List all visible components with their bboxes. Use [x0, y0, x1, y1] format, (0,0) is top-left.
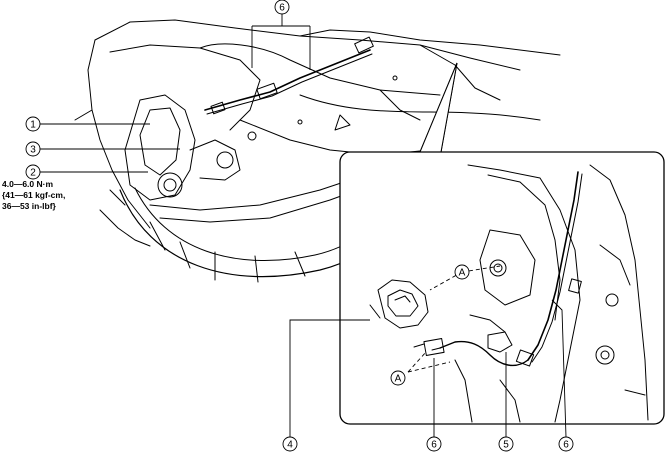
callout-leaders [40, 14, 567, 438]
callout-5: 5 [498, 436, 514, 452]
callout-6-bottom-right: 6 [558, 436, 574, 452]
svg-text:6: 6 [563, 440, 569, 451]
detail-zoom-lines [419, 62, 458, 153]
torque-line-3: 36—53 in-lbf} [2, 201, 56, 211]
callout-4: 4 [282, 436, 298, 452]
detail-view-frame [339, 151, 665, 425]
svg-text:6: 6 [279, 3, 285, 14]
suspension-assembly-drawing [74, 19, 561, 283]
callout-1: 1 [25, 116, 41, 132]
svg-text:2: 2 [30, 168, 36, 179]
detail-view-drawing [369, 164, 649, 423]
callout-3: 3 [25, 141, 41, 157]
torque-line-2: {41—61 kgf-cm, [2, 190, 66, 200]
svg-text:4: 4 [287, 440, 293, 451]
alignment-dashed-lines [407, 265, 501, 373]
callout-6-top: 6 [274, 0, 290, 15]
marker-a-lower: A [390, 370, 406, 386]
marker-a-upper: A [454, 264, 470, 280]
svg-text:3: 3 [30, 145, 36, 156]
svg-text:6: 6 [431, 440, 437, 451]
torque-specification: 4.0—6.0 N·m {41—61 kgf-cm, 36—53 in-lbf} [2, 179, 65, 212]
svg-text:1: 1 [30, 120, 36, 131]
svg-text:A: A [459, 268, 466, 279]
svg-text:A: A [395, 374, 402, 385]
callout-2: 2 [25, 164, 41, 180]
callout-6-bottom-left: 6 [426, 436, 442, 452]
torque-line-1: 4.0—6.0 N·m [2, 179, 54, 189]
svg-text:5: 5 [503, 440, 509, 451]
